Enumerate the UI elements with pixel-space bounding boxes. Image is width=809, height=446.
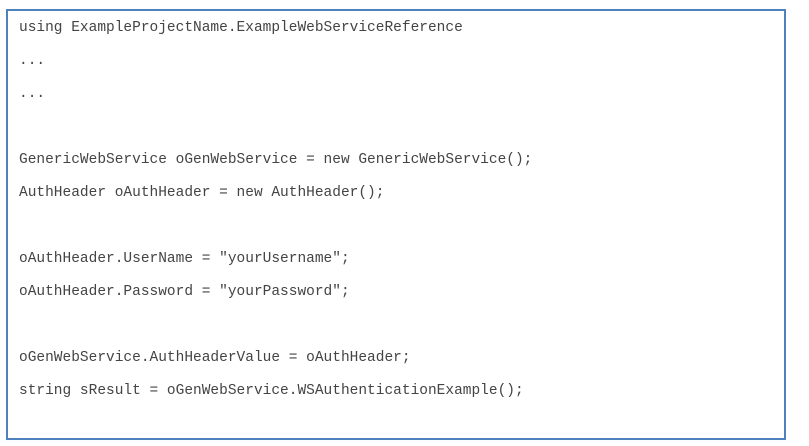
- code-line-password: oAuthHeader.Password = "yourPassword";: [19, 284, 350, 300]
- code-snippet-box: using ExampleProjectName.ExampleWebServi…: [6, 9, 786, 440]
- code-line-blank-3: [19, 314, 532, 347]
- code-line-service-init: GenericWebService oGenWebService = new G…: [19, 152, 533, 168]
- code-line-blank-1: [19, 116, 532, 149]
- code-line-call-method: string sResult = oGenWebService.WSAuthen…: [19, 383, 524, 399]
- code-line-blank-2: [19, 215, 532, 248]
- code-lines: using ExampleProjectName.ExampleWebServi…: [19, 17, 532, 413]
- code-line-ellipsis-2: ...: [19, 86, 46, 102]
- code-line-username: oAuthHeader.UserName = "yourUsername";: [19, 251, 350, 267]
- code-line-ellipsis-1: ...: [19, 53, 46, 69]
- code-line-header-init: AuthHeader oAuthHeader = new AuthHeader(…: [19, 185, 385, 201]
- code-line-using: using ExampleProjectName.ExampleWebServi…: [19, 20, 463, 36]
- code-line-assign-header: oGenWebService.AuthHeaderValue = oAuthHe…: [19, 350, 411, 366]
